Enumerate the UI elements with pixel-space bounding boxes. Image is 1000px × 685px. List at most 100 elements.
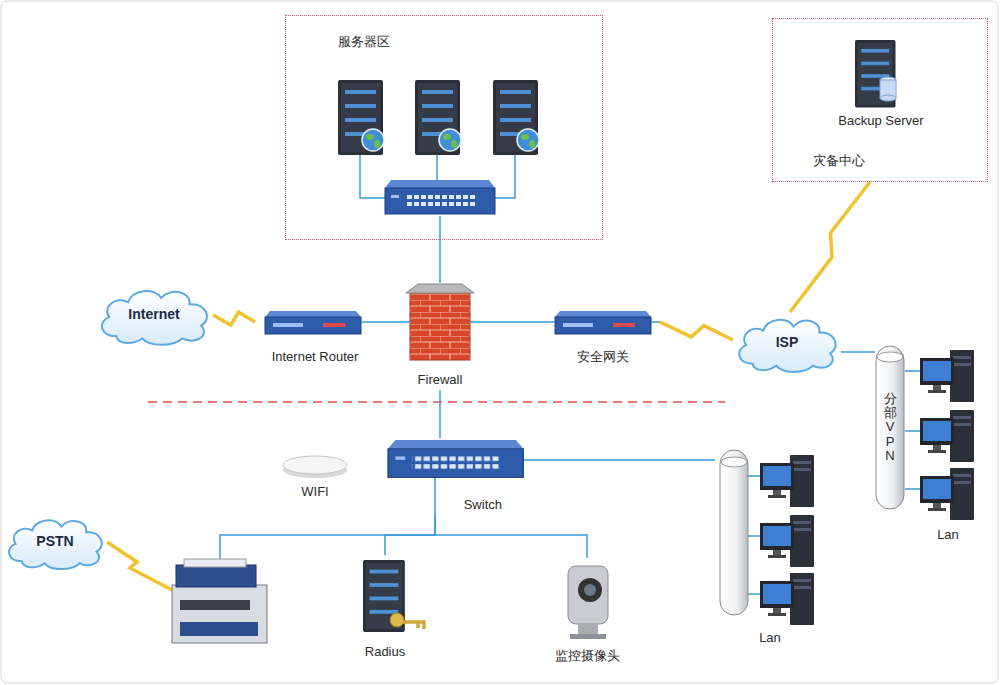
camera-icon — [568, 566, 608, 624]
network-link — [435, 515, 587, 558]
printer-icon — [180, 600, 250, 610]
radius-server-icon — [403, 622, 424, 629]
node-label: Radius — [365, 644, 405, 660]
branch-lan: Lan — [912, 345, 984, 545]
lan-computers — [760, 573, 814, 625]
node-label: Internet — [128, 306, 179, 324]
access-switch: Switch — [380, 438, 530, 515]
stub-wires — [748, 475, 760, 477]
stub-wires — [651, 321, 660, 323]
stub-wires — [748, 593, 760, 595]
core-switch-icon — [385, 180, 495, 214]
lan-computers — [760, 515, 814, 567]
node-label: 安全网关 — [577, 349, 629, 365]
branch-computers — [920, 350, 974, 402]
server-wires — [360, 155, 515, 240]
backup-server-icon — [855, 40, 896, 108]
server-icons — [362, 129, 384, 151]
firewall-icon — [410, 293, 470, 360]
radius-server: Radius — [345, 555, 425, 662]
node-label: ISP — [776, 334, 799, 352]
firewall-icon — [406, 284, 474, 360]
radius-server-icon — [363, 560, 405, 632]
vpn-bus: 分部VPN — [875, 345, 905, 510]
router-icon — [265, 311, 361, 334]
wireless-link — [790, 182, 870, 312]
lan-bus-pipe — [721, 457, 747, 467]
pstn-lightning — [107, 542, 172, 590]
zone-separator — [148, 401, 725, 402]
server-icons — [439, 129, 461, 151]
backup-server-icon — [880, 95, 896, 101]
stub-wires — [361, 321, 375, 323]
firewall: Firewall — [400, 283, 480, 390]
network-link — [439, 240, 441, 283]
lan-bus-pipe — [720, 450, 748, 615]
security-gateway: 安全网关 — [545, 305, 660, 367]
lan-computers — [760, 455, 814, 507]
stub-wires — [905, 370, 920, 372]
server-icons — [415, 80, 460, 155]
printer-icon — [172, 559, 267, 643]
cloud-outline — [739, 320, 835, 372]
branch-computers — [920, 410, 974, 462]
office-lan: Lan — [715, 445, 825, 648]
network-link — [905, 430, 912, 432]
stub-wires — [434, 478, 436, 515]
wifi-ap: WIFI — [280, 450, 350, 502]
printer-icon — [172, 585, 267, 643]
node-label: Lan — [759, 630, 781, 646]
server-wires — [439, 216, 441, 240]
server-zone: 服务器区 — [285, 15, 603, 240]
node-label: PSTN — [36, 533, 73, 551]
radius-server-icon — [390, 613, 404, 627]
server-icons — [338, 80, 383, 155]
wireless-link — [213, 312, 255, 325]
server-icons — [338, 80, 539, 155]
stub-wires — [400, 321, 410, 323]
network-link — [480, 321, 545, 323]
camera-icon — [570, 634, 606, 639]
wifi-icon — [283, 456, 347, 478]
server-wires — [360, 155, 385, 198]
pipe-outline — [877, 352, 903, 362]
pstn-cloud: PSTN — [3, 513, 107, 571]
server-wires — [495, 155, 515, 198]
server-icons — [493, 80, 538, 155]
internet-router: Internet Router — [255, 305, 375, 367]
stub-wires — [545, 321, 555, 323]
node-label: 监控摄像头 — [555, 648, 620, 664]
server-icons — [517, 129, 539, 151]
radius-server-icon — [363, 560, 405, 632]
backup-server: Backup Server — [816, 36, 946, 131]
backup-server-icon — [855, 40, 896, 108]
surveillance-camera: 监控摄像头 — [530, 558, 645, 666]
node-label: Switch — [464, 497, 502, 513]
network-link — [385, 515, 435, 555]
lan-computers — [760, 455, 814, 625]
node-label: 分部VPN — [884, 392, 897, 463]
server-wires — [436, 155, 438, 180]
network-link — [439, 390, 441, 438]
camera-icon — [568, 566, 608, 639]
isp-cloud: ISP — [733, 312, 841, 374]
node-label: 灾备中心 — [813, 153, 865, 169]
camera-icon — [584, 584, 596, 596]
branch-computers — [920, 350, 974, 520]
branch-computers — [920, 468, 974, 520]
cloud-outline — [9, 520, 102, 569]
network-link — [530, 459, 715, 461]
network-link — [375, 321, 400, 323]
stub-wires — [905, 488, 920, 490]
wireless-link — [660, 322, 733, 340]
radius-server-icon — [363, 560, 424, 632]
node-label: Backup Server — [838, 113, 923, 129]
cloud-outline — [102, 291, 207, 345]
node-label: Internet Router — [272, 349, 359, 365]
lan-bus-pipe — [720, 450, 748, 615]
camera-icon — [578, 578, 602, 602]
node-label: WIFI — [301, 484, 328, 500]
stub-wires — [523, 459, 530, 461]
